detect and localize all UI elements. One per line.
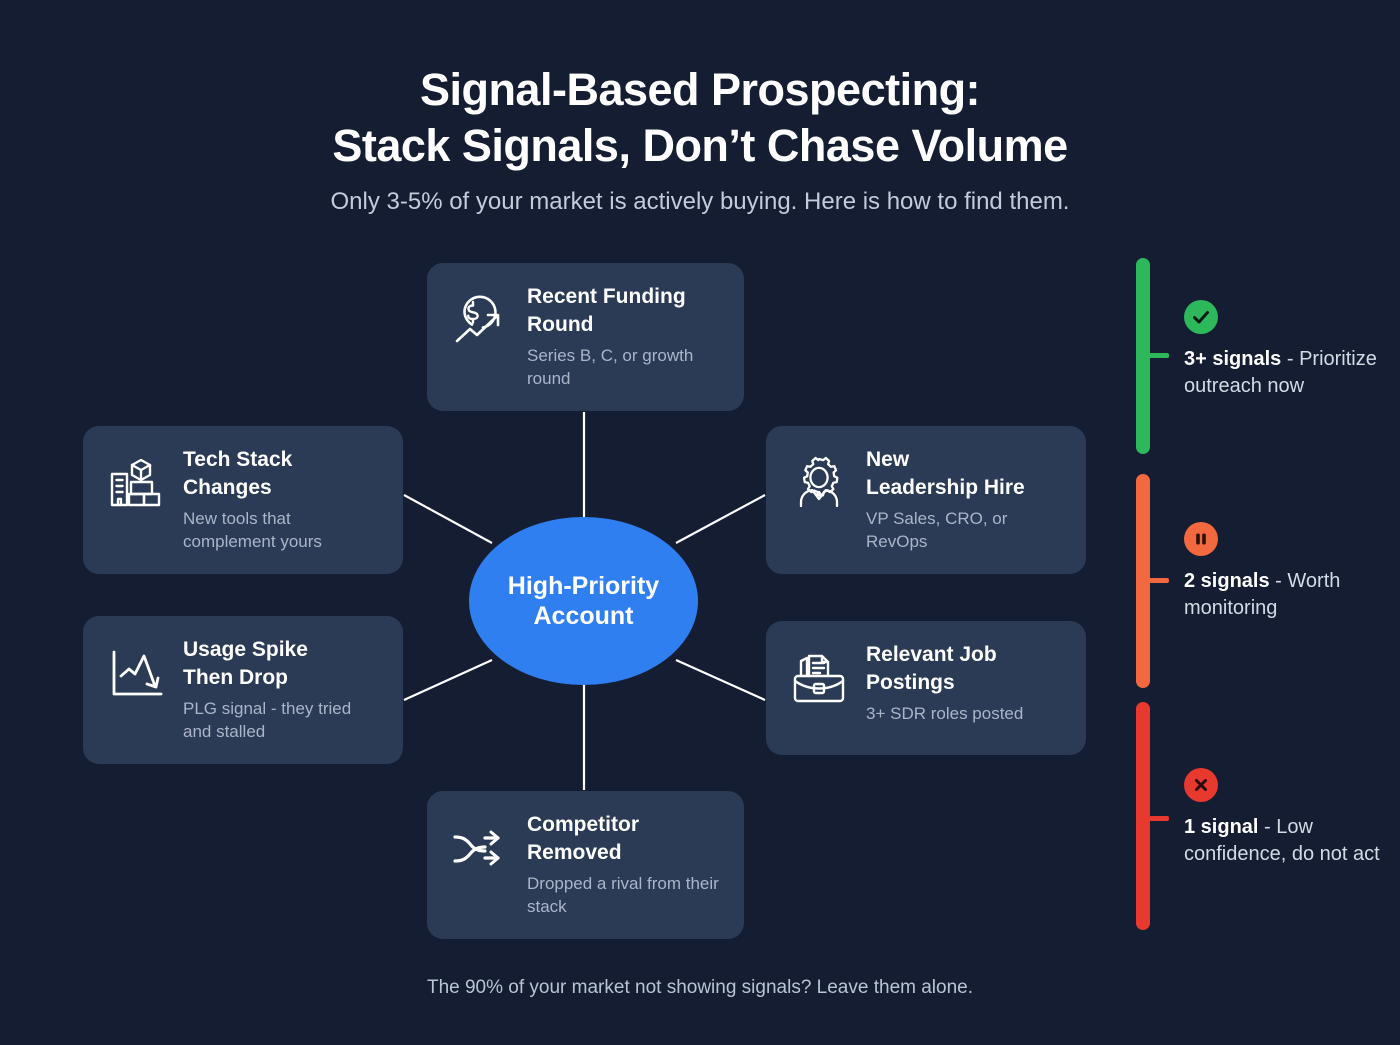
legend-text-low: 1 signal - Low confidence, do not act	[1184, 814, 1386, 868]
signal-card-competitor[interactable]: Competitor Removed Dropped a rival from …	[427, 791, 744, 939]
signal-card-funding[interactable]: Recent Funding Round Series B, C, or gro…	[427, 263, 744, 411]
signal-title-line-2: Removed	[527, 841, 622, 864]
header: Signal-Based Prospecting: Stack Signals,…	[0, 62, 1400, 216]
signal-title-line-2: Postings	[866, 671, 955, 694]
signal-card-usage[interactable]: Usage Spike Then Drop PLG signal - they …	[83, 616, 403, 764]
signal-card-text: Tech Stack Changes New tools that comple…	[183, 446, 381, 553]
signal-card-leadership[interactable]: New Leadership Hire VP Sales, CRO, or Re…	[766, 426, 1086, 574]
hub-high-priority-account[interactable]: High-Priority Account	[469, 517, 698, 685]
legend-separator: -	[1269, 570, 1288, 592]
hub-label-line-2: Account	[533, 602, 634, 630]
declining-chart-icon	[105, 642, 167, 704]
legend-tick-high	[1149, 353, 1169, 358]
legend-bar-high	[1136, 258, 1150, 454]
footer-note: The 90% of your market not showing signa…	[426, 977, 974, 998]
hub-label-line-1: High-Priority	[507, 572, 660, 600]
legend-count-high: 3+ signals	[1184, 348, 1282, 370]
signal-card-jobs[interactable]: Relevant Job Postings 3+ SDR roles poste…	[766, 621, 1086, 755]
signal-card-text: New Leadership Hire VP Sales, CRO, or Re…	[866, 446, 1064, 553]
x-circle-icon	[1184, 768, 1218, 802]
signal-card-text: Relevant Job Postings 3+ SDR roles poste…	[866, 641, 1064, 725]
legend-count-low: 1 signal	[1184, 816, 1259, 838]
legend-action-high: Prioritize outreach now	[1184, 348, 1377, 397]
shuffle-arrows-icon	[449, 817, 511, 879]
legend-bar-low	[1136, 702, 1150, 930]
signal-title-line-1: Relevant Job	[866, 643, 997, 666]
dollar-growth-icon	[449, 289, 511, 351]
signal-title-line-2: Changes	[183, 476, 272, 499]
legend-body: 1 signal - Low confidence, do not act	[1184, 768, 1386, 868]
gear-person-icon	[788, 452, 850, 514]
signal-card-techstack[interactable]: Tech Stack Changes New tools that comple…	[83, 426, 403, 574]
signal-title-line-2: Then Drop	[183, 666, 288, 689]
legend-count-medium: 2 signals	[1184, 570, 1270, 592]
legend-body: 3+ signals - Prioritize outreach now	[1184, 300, 1386, 400]
legend-body: 2 signals - Worth monitoring	[1184, 522, 1386, 622]
signal-card-text: Usage Spike Then Drop PLG signal - they …	[183, 636, 381, 743]
signal-card-text: Competitor Removed Dropped a rival from …	[527, 811, 722, 918]
legend-action-medium: Worth monitoring	[1184, 570, 1341, 619]
signal-title-line-1: New	[866, 448, 910, 471]
legend-separator: -	[1258, 816, 1277, 838]
stacked-blocks-icon	[105, 452, 167, 514]
signal-description: 3+ SDR roles posted	[866, 704, 1024, 723]
legend-text-high: 3+ signals - Prioritize outreach now	[1184, 346, 1386, 400]
page-subtitle: Only 3-5% of your market is actively buy…	[330, 188, 1070, 215]
signal-title-line-1: Competitor	[527, 813, 639, 836]
signal-description: Dropped a rival from their stack	[527, 874, 719, 916]
legend-tick-medium	[1149, 578, 1169, 583]
briefcase-documents-icon	[788, 647, 850, 709]
signal-title-line-1: Recent Funding	[527, 285, 686, 308]
signal-description: VP Sales, CRO, or RevOps	[866, 509, 1008, 551]
signal-title-line-2: Leadership Hire	[866, 476, 1025, 499]
signal-title-line-1: Tech Stack	[183, 448, 293, 471]
legend-text-medium: 2 signals - Worth monitoring	[1184, 568, 1386, 622]
signal-title-line-1: Usage Spike	[183, 638, 308, 661]
signal-title-line-2: Round	[527, 313, 594, 336]
legend-bar-medium	[1136, 474, 1150, 688]
signal-description: Series B, C, or growth round	[527, 346, 694, 388]
check-circle-icon	[1184, 300, 1218, 334]
legend-separator: -	[1281, 348, 1300, 370]
signal-description: PLG signal - they tried and stalled	[183, 699, 352, 741]
signal-description: New tools that complement yours	[183, 509, 322, 551]
pause-circle-icon	[1184, 522, 1218, 556]
legend-action-low: Low confidence, do not act	[1184, 816, 1380, 865]
legend-tick-low	[1149, 816, 1169, 821]
page-title-line-2: Stack Signals, Don’t Chase Volume	[332, 120, 1068, 171]
page-title-line-1: Signal-Based Prospecting:	[419, 64, 981, 115]
signal-priority-legend: 3+ signals - Prioritize outreach now 2 s…	[1136, 258, 1386, 930]
signal-card-text: Recent Funding Round Series B, C, or gro…	[527, 283, 722, 390]
